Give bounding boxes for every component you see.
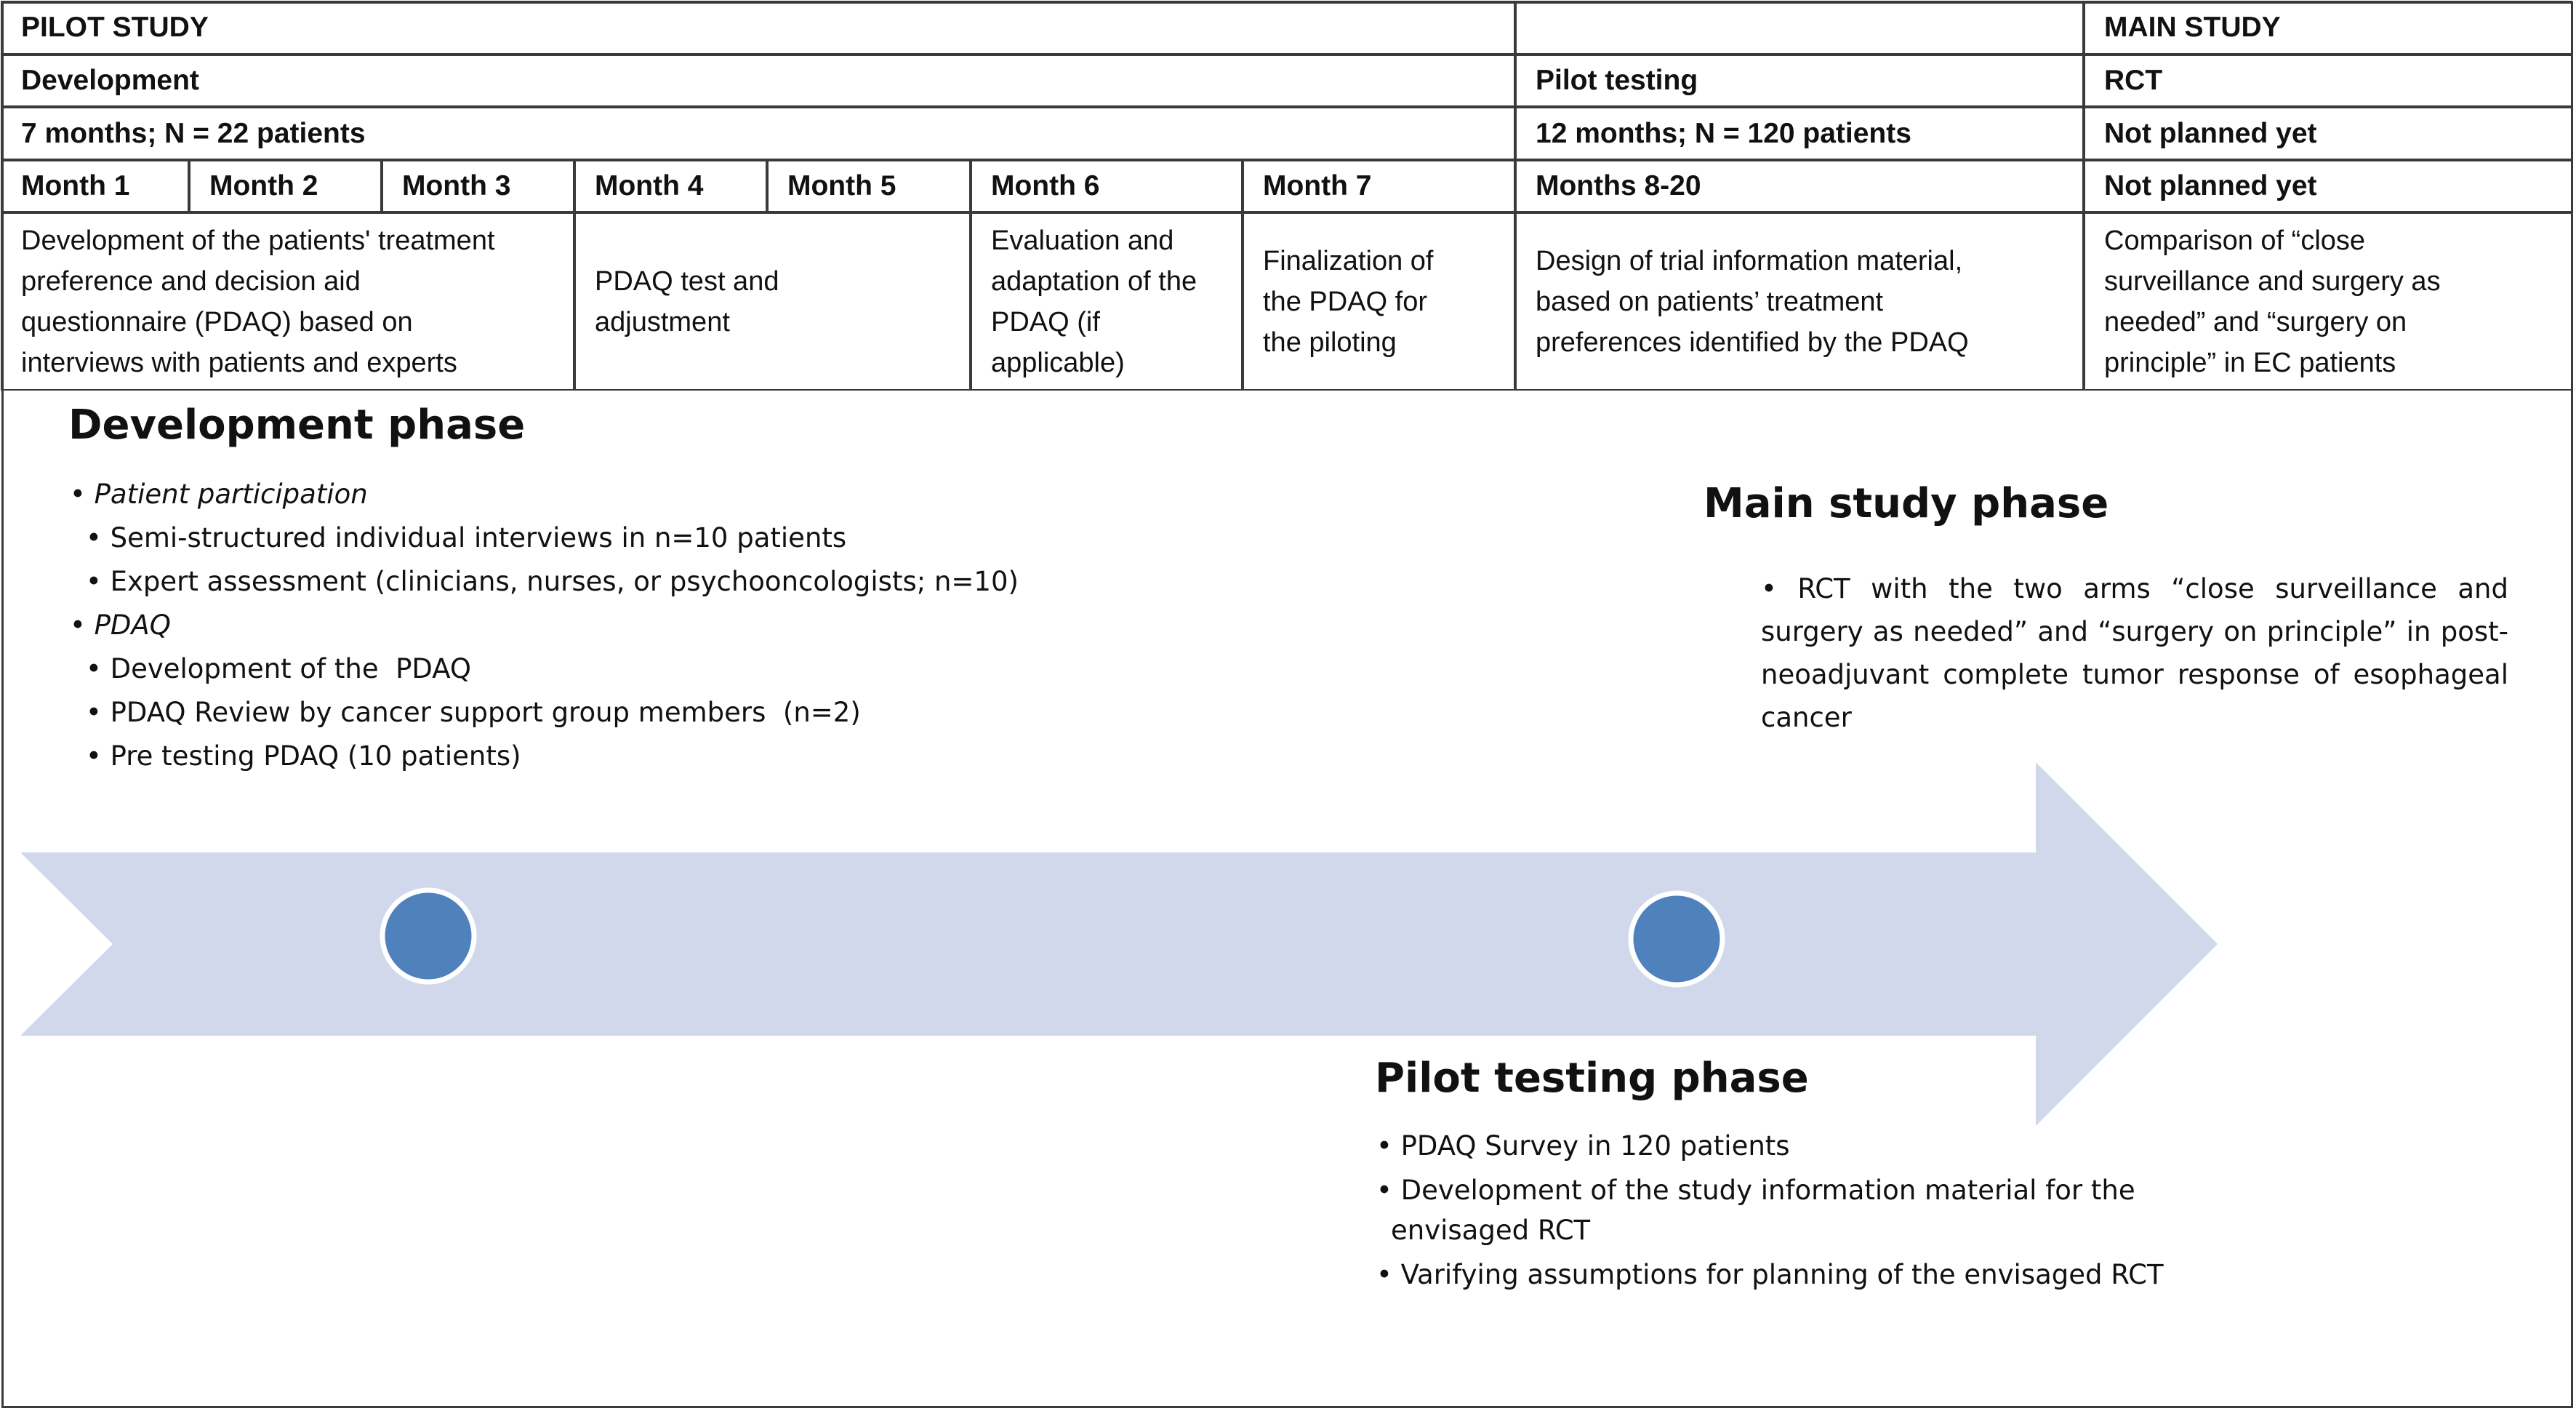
pilot-item-assumptions: Varifying assumptions for planning of th… xyxy=(1376,1255,2191,1295)
pdaq-item-development: Development of the PDAQ xyxy=(70,647,1019,691)
label-month-6: Month 6 xyxy=(991,170,1100,201)
desc-m6-line-1: Evaluation and xyxy=(991,225,1174,256)
label-pilot-duration: 12 months; N = 120 patients xyxy=(1536,117,1911,149)
cell-desc-pilot: Design of trial information material, ba… xyxy=(1515,212,2084,391)
label-rct-duration: Not planned yet xyxy=(2104,117,2317,149)
desc-rct-line-3: needed” and “surgery on xyxy=(2104,306,2407,337)
main-study-phase-text: • RCT with the two arms “close surveilla… xyxy=(1761,567,2508,739)
desc-m7-line-1: Finalization of xyxy=(1263,245,1434,276)
cell-month-4: Month 4 xyxy=(574,160,767,212)
label-month-7: Month 7 xyxy=(1263,170,1372,201)
desc-m45-line-1: PDAQ test and xyxy=(595,265,779,297)
desc-m13-line-4: interviews with patients and experts xyxy=(21,347,457,378)
desc-m13-line-2: preference and decision aid xyxy=(21,265,361,297)
development-phase-list: Patient participation Semi-structured in… xyxy=(70,473,1019,778)
desc-m13-line-1: Development of the patients' treatment xyxy=(21,225,495,256)
label-pilot-study: PILOT STUDY xyxy=(21,12,209,43)
cell-rct-duration: Not planned yet xyxy=(2084,107,2572,160)
cell-pilot-months: Months 8-20 xyxy=(1515,160,2084,212)
desc-pilot-line-1: Design of trial information material, xyxy=(1536,245,1963,276)
label-rct: RCT xyxy=(2104,65,2163,96)
label-rct-months: Not planned yet xyxy=(2104,170,2317,201)
main-study-bullet: • xyxy=(1761,573,1798,604)
desc-m7-line-3: the piloting xyxy=(1263,327,1397,358)
desc-pilot-line-3: preferences identified by the PDAQ xyxy=(1536,327,1969,358)
cell-rct: RCT xyxy=(2084,55,2572,107)
desc-rct-line-1: Comparison of “close xyxy=(2104,225,2366,256)
label-month-3: Month 3 xyxy=(402,170,511,201)
cell-rct-months: Not planned yet xyxy=(2084,160,2572,212)
cell-empty xyxy=(1515,1,2084,55)
cell-desc-rct: Comparison of “close surveillance and su… xyxy=(2084,212,2572,391)
desc-rct-line-2: surveillance and surgery as xyxy=(2104,265,2441,297)
desc-m45-line-2: adjustment xyxy=(595,306,730,337)
cell-month-5: Month 5 xyxy=(767,160,971,212)
label-month-5: Month 5 xyxy=(787,170,896,201)
label-pilot-testing: Pilot testing xyxy=(1536,65,1698,96)
pp-item-interviews: Semi-structured individual interviews in… xyxy=(70,516,1019,560)
cell-desc-months-1-3: Development of the patients' treatment p… xyxy=(1,212,574,391)
pilot-item-survey: PDAQ Survey in 120 patients xyxy=(1376,1126,2191,1166)
pdaq-item-pretesting: Pre testing PDAQ (10 patients) xyxy=(70,735,1019,778)
cell-desc-month-7: Finalization of the PDAQ for the pilotin… xyxy=(1243,212,1515,391)
label-month-1: Month 1 xyxy=(21,170,130,201)
pdaq-heading: PDAQ xyxy=(70,604,1019,647)
desc-m7-line-2: the PDAQ for xyxy=(1263,286,1427,317)
cell-pilot-duration: 12 months; N = 120 patients xyxy=(1515,107,2084,160)
label-development: Development xyxy=(21,65,199,96)
cell-dev-duration: 7 months; N = 22 patients xyxy=(1,107,1515,160)
label-main-study: MAIN STUDY xyxy=(2104,12,2281,43)
desc-m6-line-4: applicable) xyxy=(991,347,1125,378)
label-month-4: Month 4 xyxy=(595,170,704,201)
label-month-2: Month 2 xyxy=(209,170,318,201)
pilot-testing-phase-list: PDAQ Survey in 120 patients Development … xyxy=(1376,1126,2191,1295)
cell-month-2: Month 2 xyxy=(189,160,382,212)
label-pilot-months: Months 8-20 xyxy=(1536,170,1701,201)
pilot-item-info-material: Development of the study information mat… xyxy=(1376,1170,2191,1250)
pp-item-expert-assessment: Expert assessment (clinicians, nurses, o… xyxy=(70,560,1019,604)
cell-desc-month-6: Evaluation and adaptation of the PDAQ (i… xyxy=(971,212,1243,391)
desc-rct-line-4: principle” in EC patients xyxy=(2104,347,2396,378)
desc-m13-line-3: questionnaire (PDAQ) based on xyxy=(21,306,413,337)
label-dev-duration: 7 months; N = 22 patients xyxy=(21,117,366,149)
cell-month-6: Month 6 xyxy=(971,160,1243,212)
patient-participation-heading: Patient participation xyxy=(70,473,1019,516)
cell-pilot-study: PILOT STUDY xyxy=(1,1,1515,55)
main-study-description: RCT with the two arms “close surveillanc… xyxy=(1761,573,2508,733)
cell-month-1: Month 1 xyxy=(1,160,189,212)
cell-pilot-testing: Pilot testing xyxy=(1515,55,2084,107)
cell-desc-months-4-5: PDAQ test and adjustment xyxy=(574,212,971,391)
desc-m6-line-2: adaptation of the xyxy=(991,265,1197,297)
cell-month-7: Month 7 xyxy=(1243,160,1515,212)
cell-development: Development xyxy=(1,55,1515,107)
cell-month-3: Month 3 xyxy=(382,160,574,212)
desc-m6-line-3: PDAQ (if xyxy=(991,306,1100,337)
development-phase-title: Development phase xyxy=(68,401,526,449)
desc-pilot-line-2: based on patients’ treatment xyxy=(1536,286,1884,317)
pilot-testing-phase-title: Pilot testing phase xyxy=(1375,1055,1809,1102)
main-study-phase-title: Main study phase xyxy=(1704,480,2109,527)
cell-main-study: MAIN STUDY xyxy=(2084,1,2572,55)
pdaq-item-review: PDAQ Review by cancer support group memb… xyxy=(70,691,1019,735)
